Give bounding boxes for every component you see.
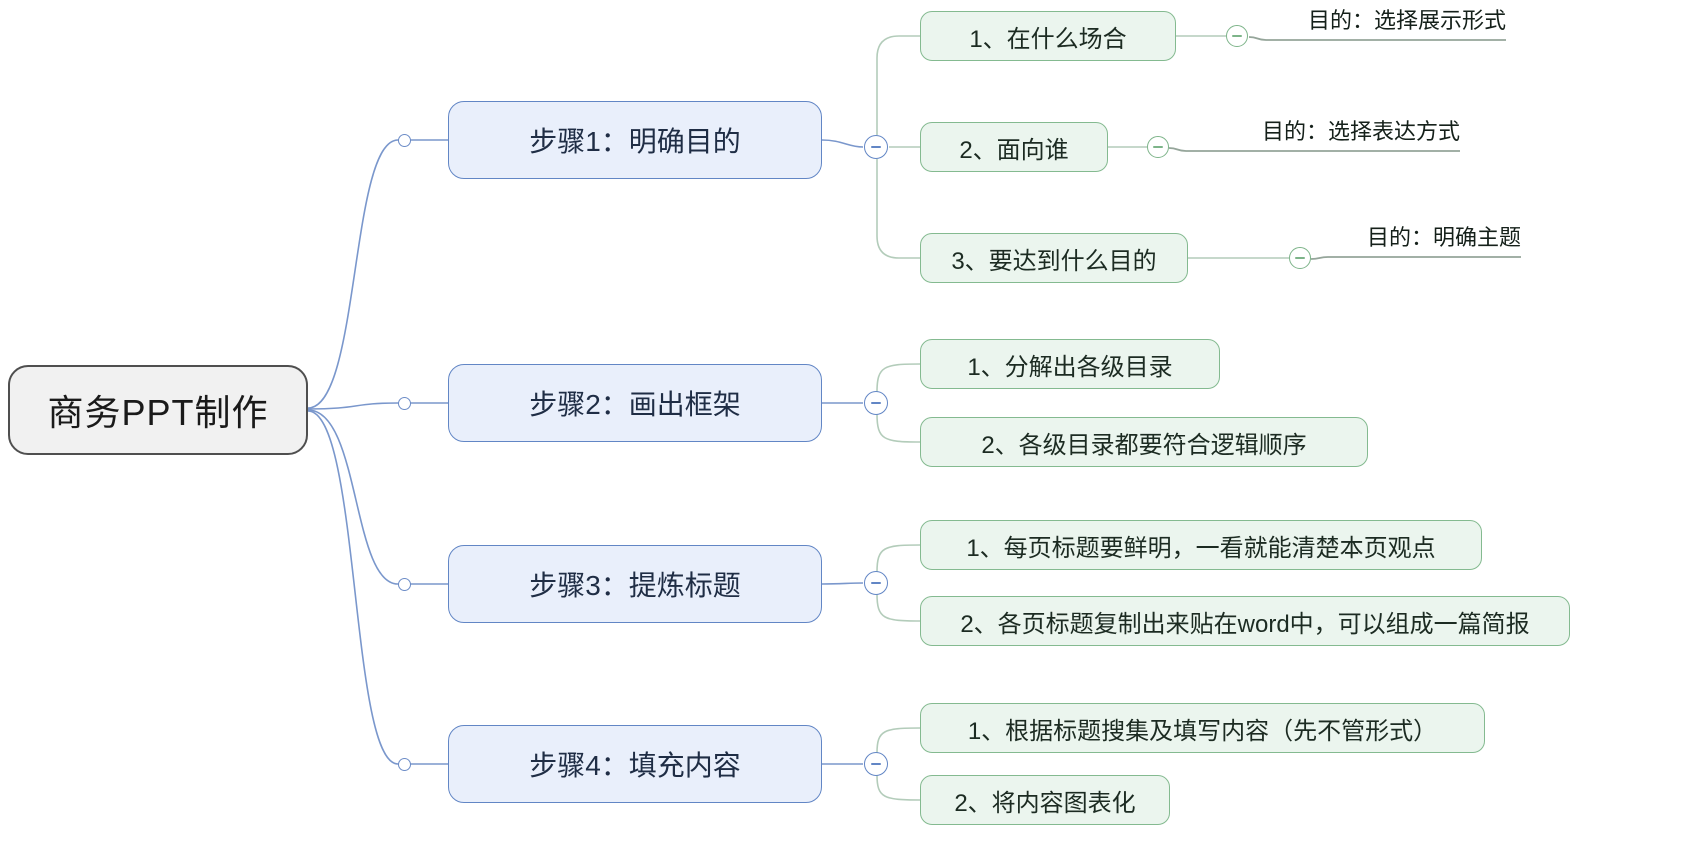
collapse-minus-icon	[1295, 257, 1305, 259]
child-label: 2、将内容图表化	[954, 789, 1136, 817]
child-node-2-2[interactable]: 2、各级目录都要符合逻辑顺序	[920, 417, 1368, 467]
collapse-button-step3[interactable]	[864, 571, 888, 595]
collapse-minus-icon	[1232, 35, 1242, 37]
branch-label: 步骤4：填充内容	[529, 750, 741, 781]
leaf-label: 目的：明确主题	[1366, 225, 1521, 250]
child-label: 2、各级目录都要符合逻辑顺序	[981, 431, 1307, 459]
collapse-button-step1[interactable]	[864, 135, 888, 159]
branch-node-step4[interactable]: 步骤4：填充内容	[448, 725, 822, 803]
leaf-node-1-2[interactable]: 目的：选择表达方式	[1185, 117, 1460, 147]
child-node-4-1[interactable]: 1、根据标题搜集及填写内容（先不管形式）	[920, 703, 1485, 753]
branch-connector-dot	[398, 397, 411, 410]
collapse-button-leaf-3[interactable]	[1289, 247, 1311, 269]
leaf-node-1-3[interactable]: 目的：明确主题	[1266, 223, 1521, 253]
child-node-1-3[interactable]: 3、要达到什么目的	[920, 233, 1188, 283]
leaf-label: 目的：选择展示形式	[1307, 8, 1506, 33]
branch-node-step1[interactable]: 步骤1：明确目的	[448, 101, 822, 179]
branch-label: 步骤1：明确目的	[529, 126, 741, 157]
child-node-2-1[interactable]: 1、分解出各级目录	[920, 339, 1220, 389]
branch-node-step2[interactable]: 步骤2：画出框架	[448, 364, 822, 442]
collapse-button-step2[interactable]	[864, 391, 888, 415]
child-label: 1、分解出各级目录	[967, 353, 1173, 381]
collapse-minus-icon	[871, 402, 881, 404]
branch-connector-dot	[398, 578, 411, 591]
branch-label: 步骤3：提炼标题	[529, 570, 741, 601]
child-node-1-1[interactable]: 1、在什么场合	[920, 11, 1176, 61]
child-label: 1、每页标题要鲜明，一看就能清楚本页观点	[966, 534, 1436, 562]
child-node-1-2[interactable]: 2、面向谁	[920, 122, 1108, 172]
child-node-4-2[interactable]: 2、将内容图表化	[920, 775, 1170, 825]
root-node[interactable]: 商务PPT制作	[8, 365, 308, 455]
child-label: 1、根据标题搜集及填写内容（先不管形式）	[967, 717, 1438, 745]
child-node-3-2[interactable]: 2、各页标题复制出来贴在word中，可以组成一篇简报	[920, 596, 1570, 646]
branch-node-step3[interactable]: 步骤3：提炼标题	[448, 545, 822, 623]
collapse-minus-icon	[871, 763, 881, 765]
collapse-minus-icon	[871, 146, 881, 148]
branch-label: 步骤2：画出框架	[529, 389, 741, 420]
collapse-button-leaf-1[interactable]	[1226, 25, 1248, 47]
child-label: 1、在什么场合	[969, 25, 1127, 53]
collapse-minus-icon	[1153, 146, 1163, 148]
child-label: 3、要达到什么目的	[951, 247, 1157, 275]
root-label: 商务PPT制作	[47, 392, 269, 433]
collapse-minus-icon	[871, 582, 881, 584]
branch-connector-dot	[398, 758, 411, 771]
collapse-button-leaf-2[interactable]	[1147, 136, 1169, 158]
collapse-button-step4[interactable]	[864, 752, 888, 776]
child-node-3-1[interactable]: 1、每页标题要鲜明，一看就能清楚本页观点	[920, 520, 1482, 570]
child-label: 2、各页标题复制出来贴在word中，可以组成一篇简报	[960, 610, 1530, 638]
child-label: 2、面向谁	[959, 136, 1069, 164]
leaf-node-1-1[interactable]: 目的：选择展示形式	[1250, 6, 1506, 36]
leaf-label: 目的：选择表达方式	[1261, 119, 1460, 144]
branch-connector-dot	[398, 134, 411, 147]
